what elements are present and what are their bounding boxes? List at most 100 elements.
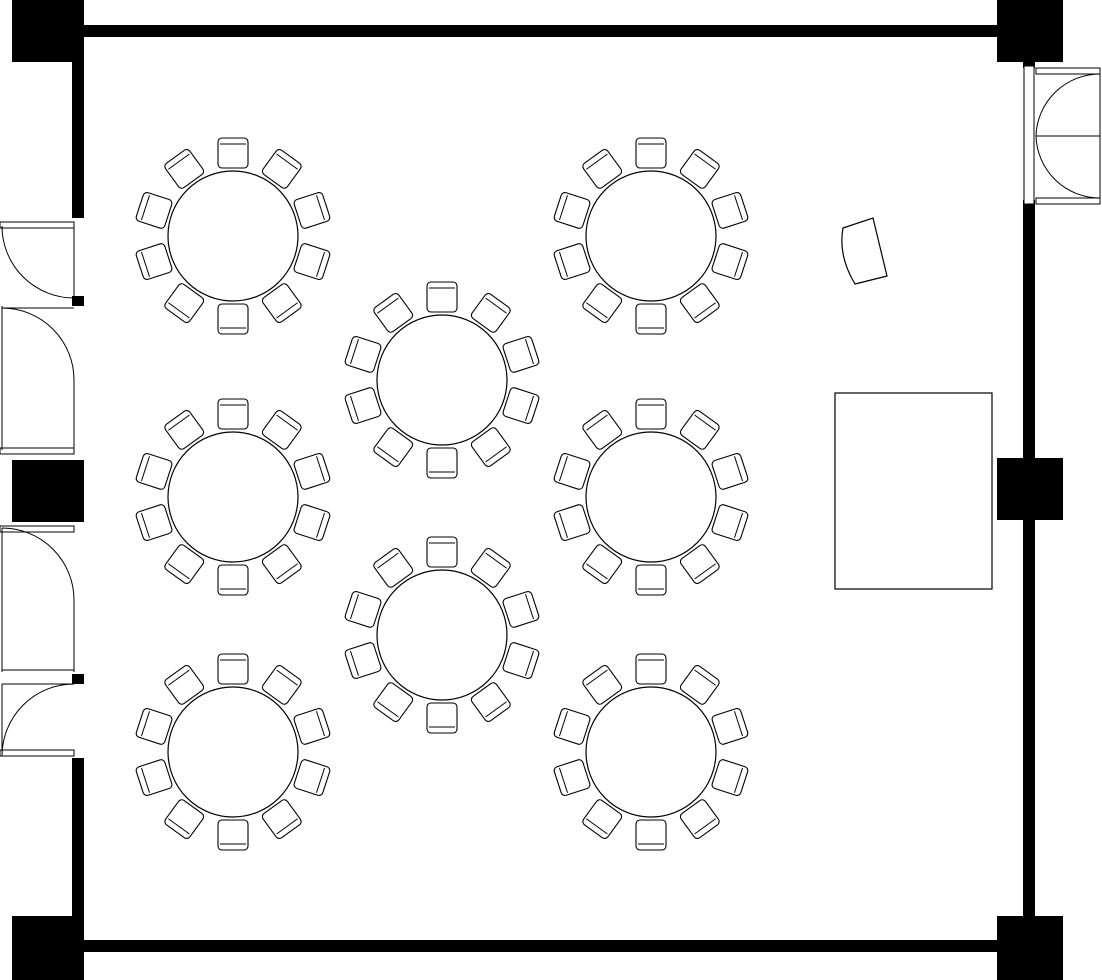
left-doors [0, 221, 75, 757]
round-table [376, 314, 508, 446]
chair [293, 243, 331, 281]
right-doors [1023, 65, 1101, 205]
door-left-1 [0, 221, 75, 299]
chair [135, 504, 173, 542]
chair [635, 398, 667, 430]
chair [426, 281, 458, 313]
chair [373, 292, 414, 333]
round-table-group [135, 398, 331, 596]
chair [426, 447, 458, 479]
chair [293, 452, 331, 490]
chair [164, 283, 205, 324]
chair [426, 702, 458, 734]
left-wall-stub-2 [72, 674, 84, 684]
door-right-frame [1023, 65, 1035, 205]
chair [711, 243, 749, 281]
chair [217, 137, 249, 169]
bottom-wall [40, 940, 1040, 952]
round-table [585, 686, 717, 818]
chair [582, 664, 623, 705]
round-table-group [553, 653, 749, 851]
chair [293, 504, 331, 542]
lectern [841, 217, 888, 285]
chair [635, 653, 667, 685]
chair [679, 409, 720, 450]
round-tables [135, 137, 749, 851]
chair [135, 759, 173, 797]
chair [217, 398, 249, 430]
chair [164, 544, 205, 585]
chair [261, 664, 302, 705]
chair [679, 283, 720, 324]
chair [711, 191, 749, 229]
column-top-left [12, 0, 84, 62]
round-table-group [135, 653, 331, 851]
round-table [167, 686, 299, 818]
chair [470, 292, 511, 333]
right-wall-lower [1023, 515, 1035, 945]
top-wall [40, 25, 1040, 37]
chair [502, 590, 540, 628]
round-table-group [553, 398, 749, 596]
chair [426, 536, 458, 568]
round-table-group [344, 536, 540, 734]
chair [261, 544, 302, 585]
chair [164, 799, 205, 840]
chair [553, 504, 591, 542]
door-left-2 [0, 306, 75, 455]
chair [470, 682, 511, 723]
chair [261, 409, 302, 450]
round-table [376, 569, 508, 701]
round-table-group [135, 137, 331, 335]
chair [164, 148, 205, 189]
chair [553, 191, 591, 229]
chair [635, 819, 667, 851]
walls [12, 0, 1063, 980]
chair [711, 759, 749, 797]
chair [135, 707, 173, 745]
chair [293, 707, 331, 745]
door-left-3 [0, 525, 75, 672]
column-bottom-left [12, 916, 84, 980]
left-wall-lower [72, 758, 84, 948]
chair [373, 427, 414, 468]
chair [164, 409, 205, 450]
chair [711, 707, 749, 745]
door-right-1-swing [1035, 73, 1101, 137]
chair [261, 799, 302, 840]
chair [344, 590, 382, 628]
chair [261, 283, 302, 324]
chair [582, 544, 623, 585]
round-table-group [553, 137, 749, 335]
chair [293, 191, 331, 229]
column-bottom-right [997, 916, 1063, 980]
left-wall-upper [72, 30, 84, 218]
chair [502, 335, 540, 373]
chair [502, 387, 540, 425]
chair [679, 148, 720, 189]
chair [553, 759, 591, 797]
chair [217, 819, 249, 851]
column-mid-right [997, 458, 1063, 520]
round-table [585, 431, 717, 563]
right-wall-upper [1023, 200, 1035, 465]
column-top-right [997, 0, 1063, 62]
chair [553, 452, 591, 490]
round-table [167, 431, 299, 563]
chair [217, 564, 249, 596]
chair [679, 799, 720, 840]
chair [553, 707, 591, 745]
chair [470, 427, 511, 468]
chair [679, 544, 720, 585]
chair [635, 564, 667, 596]
column-mid-left [12, 460, 84, 522]
chair [135, 243, 173, 281]
round-table [167, 170, 299, 302]
chair [582, 409, 623, 450]
rectangular-table [834, 392, 993, 590]
chair [635, 137, 667, 169]
door-left-4 [0, 683, 75, 757]
chair [217, 653, 249, 685]
chair [502, 642, 540, 680]
